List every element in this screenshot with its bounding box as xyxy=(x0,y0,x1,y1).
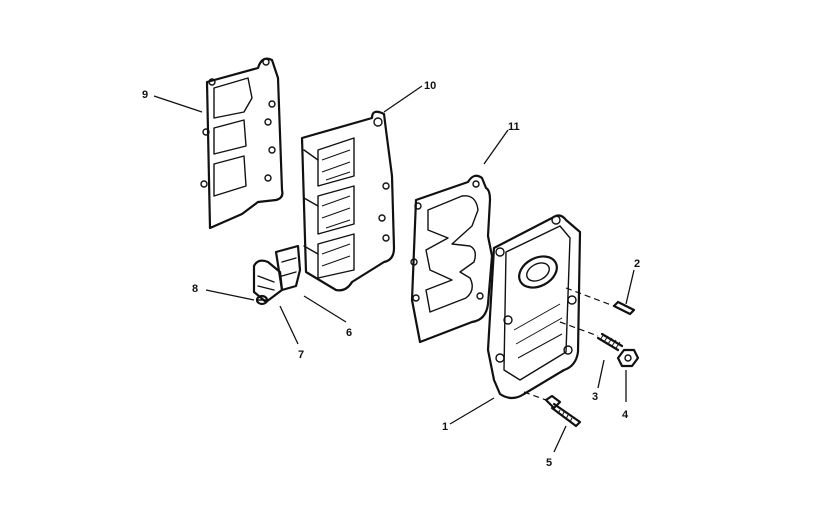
callout-3: 3 xyxy=(592,391,598,403)
callout-10: 10 xyxy=(424,80,436,92)
part-8-screw xyxy=(255,294,269,306)
callout-5: 5 xyxy=(546,457,552,469)
callout-9: 9 xyxy=(142,89,148,101)
part-9-gasket xyxy=(200,57,284,230)
part-1-cover xyxy=(486,214,582,400)
leader-7 xyxy=(279,305,299,345)
callout-7: 7 xyxy=(298,349,304,361)
part-2-pin xyxy=(612,300,636,316)
part-3-stud xyxy=(596,332,624,352)
leader-5 xyxy=(553,425,567,453)
part-6-reed-petal xyxy=(274,244,302,292)
callout-4: 4 xyxy=(622,409,629,421)
callout-2: 2 xyxy=(634,258,640,270)
leader-8 xyxy=(205,289,255,301)
leader-6 xyxy=(303,295,347,323)
leader-10 xyxy=(383,85,423,113)
leader-2 xyxy=(625,269,635,305)
part-11-gasket xyxy=(410,174,494,344)
part-4-nut xyxy=(616,348,640,368)
alignment-line-bolt xyxy=(523,391,547,401)
leader-9 xyxy=(153,95,203,113)
part-10-reed-plate xyxy=(300,110,396,292)
leader-1 xyxy=(449,397,495,425)
part-7-reed-stop xyxy=(252,259,284,304)
callout-11: 11 xyxy=(508,121,520,133)
callout-1: 1 xyxy=(442,421,448,433)
leader-11 xyxy=(483,129,509,165)
part-5-bolt xyxy=(544,394,582,428)
alignment-line-pin xyxy=(565,287,615,307)
callout-8: 8 xyxy=(192,283,198,295)
leader-3 xyxy=(597,359,605,389)
callout-6: 6 xyxy=(346,327,352,339)
alignment-line-stud xyxy=(559,321,599,337)
